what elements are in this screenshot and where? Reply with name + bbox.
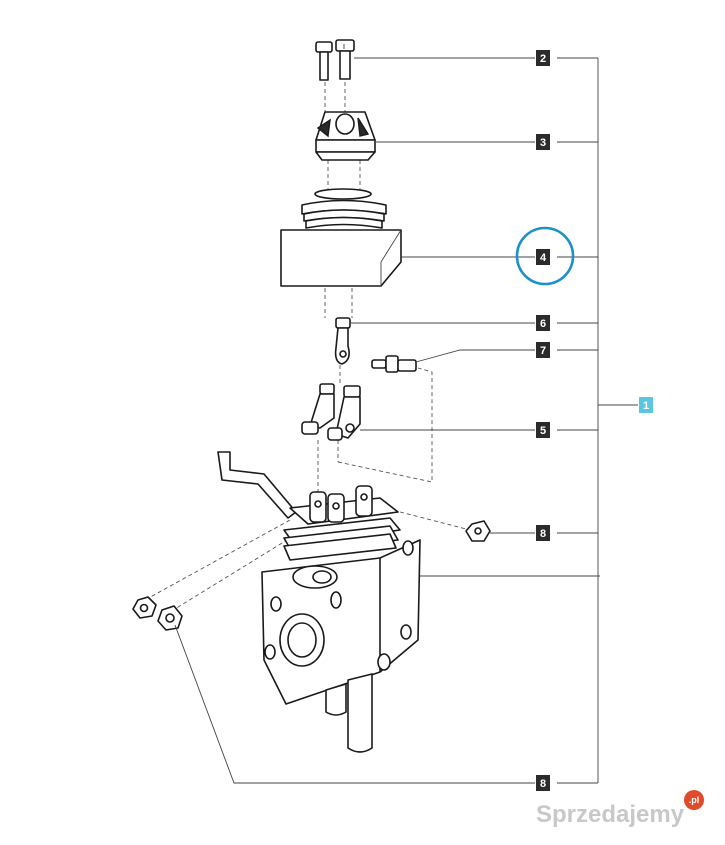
callout-5-box <box>536 422 550 438</box>
callout-4-box <box>536 249 550 265</box>
part-8-nut-right <box>465 520 491 542</box>
callout-5-label: 5 <box>540 425 546 437</box>
part-7-pin <box>371 355 417 373</box>
callout-6-box <box>536 315 550 331</box>
callout-6[interactable]: 6 <box>536 315 550 331</box>
callout-8-label: 8 <box>540 528 546 540</box>
valve-body <box>261 485 421 753</box>
callout-1-assembly[interactable]: 1 <box>639 397 653 413</box>
callout-4-label: 4 <box>540 252 547 264</box>
callout-8-nut-right[interactable]: 8 <box>536 525 550 541</box>
callout-1-box <box>639 397 653 413</box>
watermark: Sprzedajemy .pl <box>536 790 704 828</box>
callout-2-box <box>536 50 550 66</box>
watermark-badge-text: .pl <box>689 795 700 805</box>
callout-3-label: 3 <box>540 137 546 149</box>
callout-8-box <box>536 525 550 541</box>
lever-bracket <box>217 451 297 519</box>
callout-5[interactable]: 5 <box>536 422 550 438</box>
part-5-swivel-joints <box>301 383 361 441</box>
callout-1-label: 1 <box>643 400 649 412</box>
assembly-guide-lines <box>144 82 471 613</box>
part-8-nuts-left <box>132 596 183 631</box>
callout-7[interactable]: 7 <box>536 342 550 358</box>
watermark-text: Sprzedajemy <box>536 801 685 828</box>
callout-2[interactable]: 2 <box>536 50 550 66</box>
callout-4[interactable]: 4 <box>536 249 550 265</box>
callout-3-box <box>536 134 550 150</box>
callout-leader-lines <box>174 57 638 784</box>
callout-2-label: 2 <box>540 53 546 65</box>
part-6-fork-link <box>334 317 351 365</box>
highlight-ring <box>515 226 575 286</box>
callout-6-label: 6 <box>540 318 546 330</box>
callout-3[interactable]: 3 <box>536 134 550 150</box>
callout-8-nuts-left[interactable]: 8 <box>536 775 550 791</box>
part-4-boot-housing <box>280 188 402 287</box>
watermark-badge <box>684 790 704 810</box>
part-3-handle-cap <box>315 111 376 161</box>
part-2-screws <box>315 39 355 81</box>
callout-8-label: 8 <box>540 778 546 790</box>
callout-7-box <box>536 342 550 358</box>
callout-8-box <box>536 775 550 791</box>
callout-7-label: 7 <box>540 345 546 357</box>
